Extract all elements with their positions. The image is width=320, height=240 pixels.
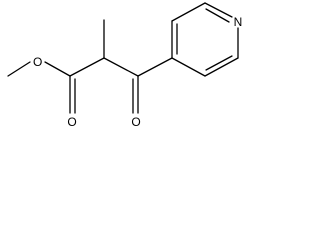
bond-alpha-carbon-to-ketone-carbon: [103, 57, 139, 77]
ring-bond-c3-c2: [171, 2, 206, 22]
ketone-oxygen-label: O: [131, 115, 140, 129]
ester-carbonyl-oxygen-label: O: [67, 115, 76, 129]
bond-ester-oxygen-to-carbonyl-carbon: [44, 61, 71, 77]
pyridine-nitrogen-label: N: [234, 15, 243, 29]
ring-bond-c2-n1-inner: [205, 8, 230, 23]
structure-diagram: O O O N: [7, 2, 243, 129]
ring-bond-c2-n1: [204, 2, 233, 18]
ring-bond-c5-c4: [171, 57, 206, 77]
bond-methyl-to-ester-oxygen: [7, 61, 31, 77]
ring-bond-c6-c5-inner: [205, 55, 233, 71]
ring-bond-c6-c5: [204, 57, 239, 77]
bond-ester-carbon-to-alpha-carbon: [69, 57, 105, 77]
ester-oxygen-label: O: [33, 55, 42, 69]
bond-ketone-carbon-to-pyridine: [137, 57, 173, 77]
